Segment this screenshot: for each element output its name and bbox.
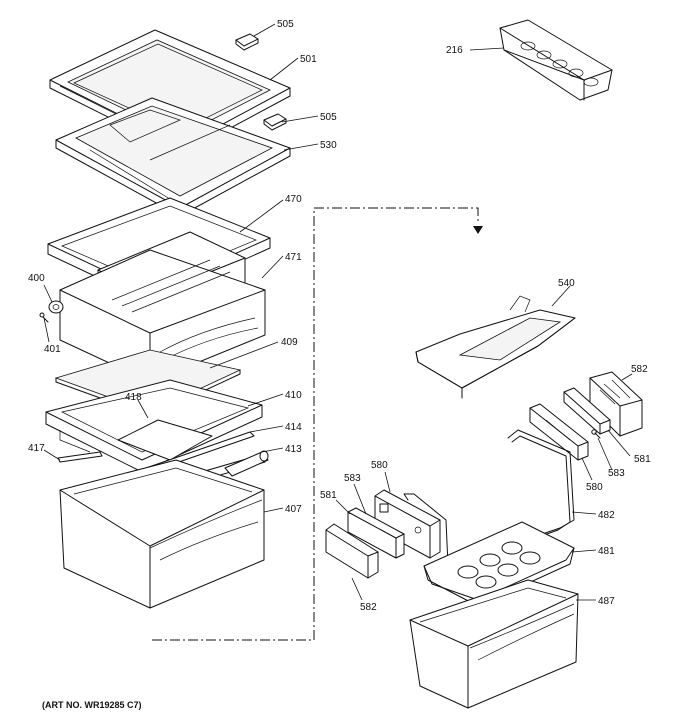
callout-417: 417 [28,443,45,454]
callout-583-left: 583 [344,473,361,484]
callout-409: 409 [281,337,298,348]
callout-505-mid: 505 [320,112,337,123]
callout-501: 501 [300,54,317,65]
callout-414: 414 [285,422,302,433]
callout-216: 216 [446,45,463,56]
leader-lines [43,23,633,601]
part-417-rod[interactable] [57,451,103,463]
part-401-screw[interactable] [39,312,49,323]
part-471-crisper-pan[interactable] [59,231,266,383]
callout-581-left: 581 [320,490,337,501]
callout-410: 410 [285,390,302,401]
callout-540: 540 [558,278,575,289]
part-505-clip-top[interactable] [235,33,259,51]
part-582-cover-left[interactable] [325,523,379,579]
part-481-egg-tray[interactable] [423,521,575,607]
callout-580-right: 580 [586,482,603,493]
callout-583-right: 583 [608,468,625,479]
callout-582-left: 582 [360,602,377,613]
part-581-plate-right[interactable] [563,387,611,435]
part-501-shelf-frame[interactable] [49,29,291,155]
part-410-cover-frame[interactable] [45,379,263,473]
part-530-shelf[interactable] [55,97,291,217]
guide-line [152,207,479,641]
art-number: (ART NO. WR19285 C7) [42,700,142,710]
part-581-plate-left[interactable] [347,507,405,559]
part-400-knob[interactable] [48,300,64,314]
callout-581-right: 581 [634,454,651,465]
callout-418: 418 [125,392,142,403]
callout-487: 487 [598,596,615,607]
callout-580-left: 580 [371,460,388,471]
callout-407: 407 [285,504,302,515]
callout-481: 481 [598,546,615,557]
part-407-drawer[interactable] [59,459,265,609]
part-487-drawer[interactable] [409,579,579,709]
callout-labels: 505 501 505 530 216 470 471 400 401 409 … [28,19,651,710]
callout-471: 471 [285,252,302,263]
guide-arrow-icon [473,226,483,234]
part-580-housing-right[interactable] [529,403,589,461]
callout-505-top: 505 [277,19,294,30]
callout-470: 470 [285,194,302,205]
part-216-bin[interactable] [499,19,613,101]
part-583-screw-right[interactable] [591,429,601,439]
callout-401: 401 [44,344,61,355]
callout-582-right: 582 [631,364,648,375]
callout-400: 400 [28,273,45,284]
callout-482: 482 [598,510,615,521]
part-540-bracket[interactable] [415,295,576,399]
callout-530: 530 [320,140,337,151]
callout-413: 413 [285,444,302,455]
